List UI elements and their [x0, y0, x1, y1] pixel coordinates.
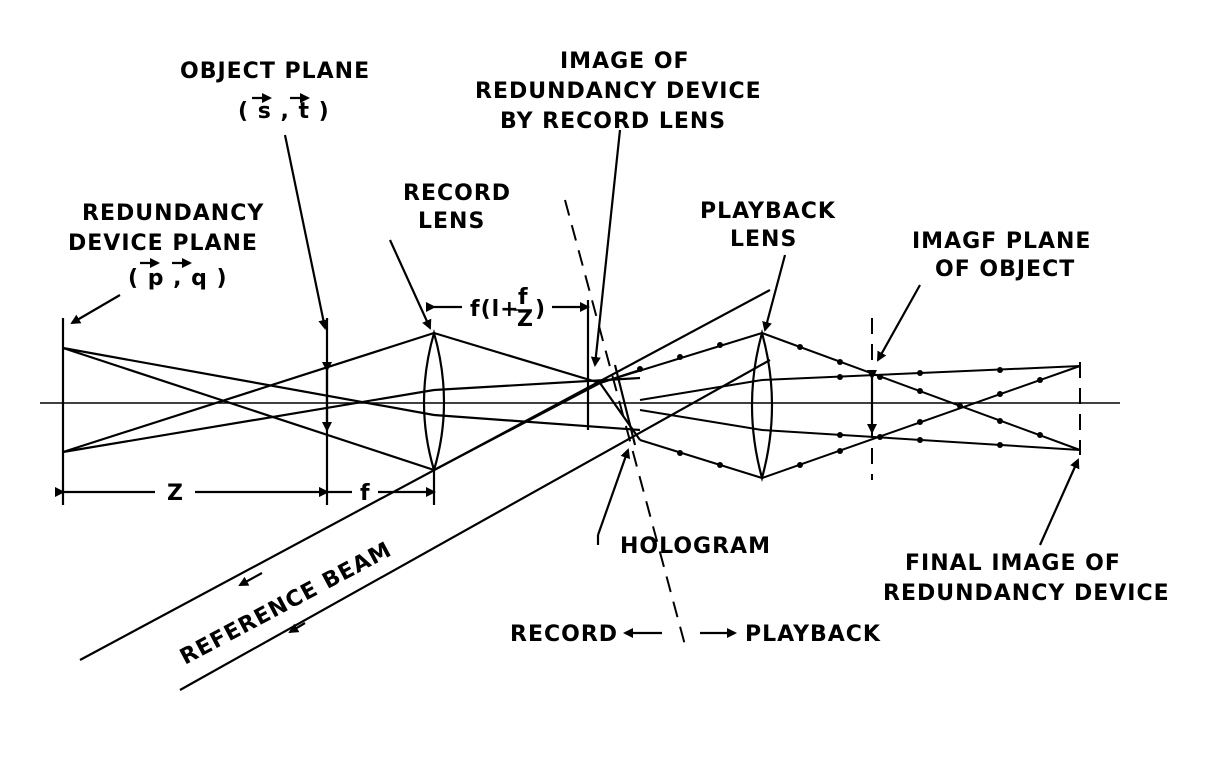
- distance-z-label: Z: [167, 481, 184, 506]
- redundancy-device-plane-label-2: DEVICE PLANE: [68, 231, 258, 256]
- record-lens-label-2: LENS: [418, 209, 485, 234]
- redundancy-device-coords: ( p , q ): [128, 266, 228, 291]
- formula-prefix: f(l+: [470, 297, 520, 322]
- image-of-redundancy-label-3: BY RECORD LENS: [500, 109, 726, 134]
- formula-numerator: f: [518, 285, 529, 310]
- final-image-label-1: FINAL IMAGE OF: [905, 551, 1121, 576]
- formula-denominator: Z: [517, 307, 534, 332]
- hologram-label: HOLOGRAM: [620, 534, 771, 559]
- record-playback-divider: [564, 199, 686, 646]
- reference-beam-label: REFERENCE BEAM: [176, 537, 396, 670]
- record-label: RECORD: [510, 622, 618, 647]
- distance-f-label: f: [360, 481, 371, 506]
- object-plane-label: OBJECT PLANE: [180, 59, 370, 84]
- image-of-redundancy-label-2: REDUNDANCY DEVICE: [475, 79, 762, 104]
- record-rays: [62, 331, 641, 472]
- record-lens: [422, 328, 446, 474]
- playback-lens-label-2: LENS: [730, 227, 797, 252]
- playback-lens: [750, 328, 774, 483]
- playback-lens-label-1: PLAYBACK: [700, 199, 836, 224]
- image-plane-label-2: OF OBJECT: [935, 257, 1075, 282]
- record-lens-label-1: RECORD: [403, 181, 511, 206]
- formula-suffix: ): [535, 297, 546, 322]
- redundancy-device-plane-label-1: REDUNDANCY: [82, 201, 264, 226]
- playback-label: PLAYBACK: [745, 622, 881, 647]
- image-of-redundancy-label-1: IMAGE OF: [560, 49, 690, 74]
- playback-rays: [599, 332, 1081, 479]
- object-plane-coords: ( s , t ): [238, 99, 330, 124]
- distance-f-formula: f(l+ f Z ): [470, 285, 546, 332]
- final-image-label-2: REDUNDANCY DEVICE: [883, 581, 1170, 606]
- leader-arrows: [70, 129, 1080, 638]
- image-plane-label-1: IMAGF PLANE: [912, 229, 1091, 254]
